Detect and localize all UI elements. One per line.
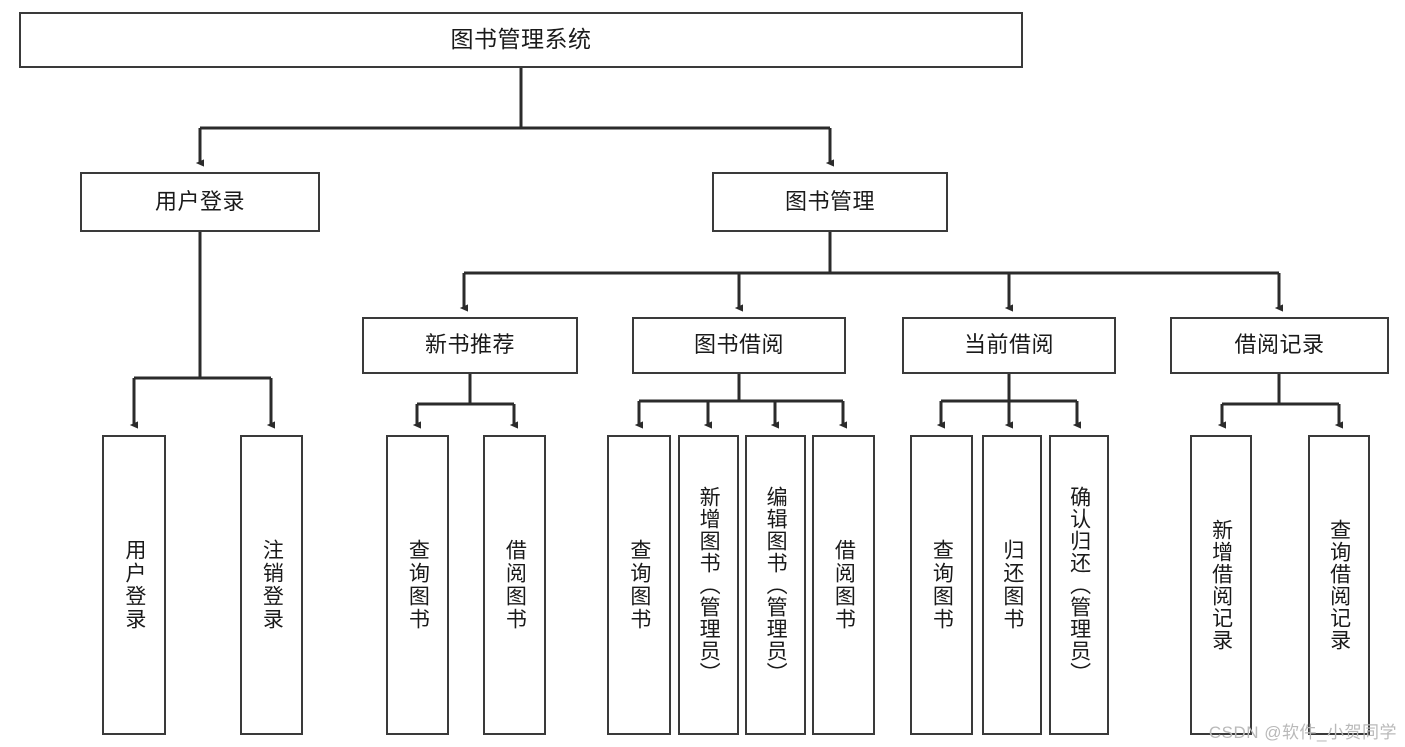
- node-book-borrow[interactable]: 图书借阅: [632, 317, 846, 374]
- leaf-borrow-book-1[interactable]: 借阅图书: [483, 435, 546, 735]
- leaf-label: 查询图书: [406, 539, 430, 631]
- leaf-query-record[interactable]: 查询借阅记录: [1308, 435, 1370, 735]
- node-label: 借阅记录: [1234, 332, 1325, 358]
- leaf-query-book-1[interactable]: 查询图书: [386, 435, 449, 735]
- leaf-add-record[interactable]: 新增借阅记录: [1190, 435, 1252, 735]
- leaf-label: 注销登录: [260, 539, 284, 631]
- leaf-borrow-book-2[interactable]: 借阅图书: [812, 435, 875, 735]
- node-borrow-record[interactable]: 借阅记录: [1170, 317, 1389, 374]
- node-label: 图书管理: [784, 188, 875, 214]
- node-label: 用户登录: [154, 188, 245, 214]
- leaf-label: 编辑图书（管理员）: [764, 486, 788, 684]
- leaf-add-book[interactable]: 新增图书（管理员）: [678, 435, 739, 735]
- node-current-borrow[interactable]: 当前借阅: [902, 317, 1116, 374]
- node-new-book-recommend[interactable]: 新书推荐: [362, 317, 578, 374]
- leaf-query-book-2[interactable]: 查询图书: [607, 435, 671, 735]
- node-root-system[interactable]: 图书管理系统: [19, 12, 1023, 68]
- leaf-edit-book[interactable]: 编辑图书（管理员）: [745, 435, 806, 735]
- leaf-label: 查询借阅记录: [1327, 519, 1351, 651]
- node-label: 当前借阅: [963, 332, 1054, 358]
- node-book-manage[interactable]: 图书管理: [712, 172, 948, 232]
- node-label: 新书推荐: [424, 332, 515, 358]
- leaf-label: 借阅图书: [832, 539, 856, 631]
- leaf-label: 新增借阅记录: [1209, 519, 1233, 651]
- leaf-query-book-3[interactable]: 查询图书: [910, 435, 973, 735]
- leaf-label: 新增图书（管理员）: [697, 486, 721, 684]
- leaf-label: 借阅图书: [503, 539, 527, 631]
- node-label: 图书借阅: [693, 332, 784, 358]
- leaf-label: 归还图书: [1000, 539, 1024, 631]
- leaf-logout[interactable]: 注销登录: [240, 435, 303, 735]
- csdn-watermark: CSDN @软件_小贺同学: [1208, 723, 1397, 742]
- leaf-label: 查询图书: [930, 539, 954, 631]
- leaf-label: 用户登录: [122, 539, 146, 631]
- leaf-user-login[interactable]: 用户登录: [102, 435, 166, 735]
- leaf-label: 确认归还（管理员）: [1067, 486, 1091, 684]
- leaf-label: 查询图书: [627, 539, 651, 631]
- node-user-login[interactable]: 用户登录: [80, 172, 320, 232]
- leaf-return-book[interactable]: 归还图书: [982, 435, 1042, 735]
- node-label: 图书管理系统: [450, 26, 592, 53]
- leaf-confirm-return[interactable]: 确认归还（管理员）: [1049, 435, 1109, 735]
